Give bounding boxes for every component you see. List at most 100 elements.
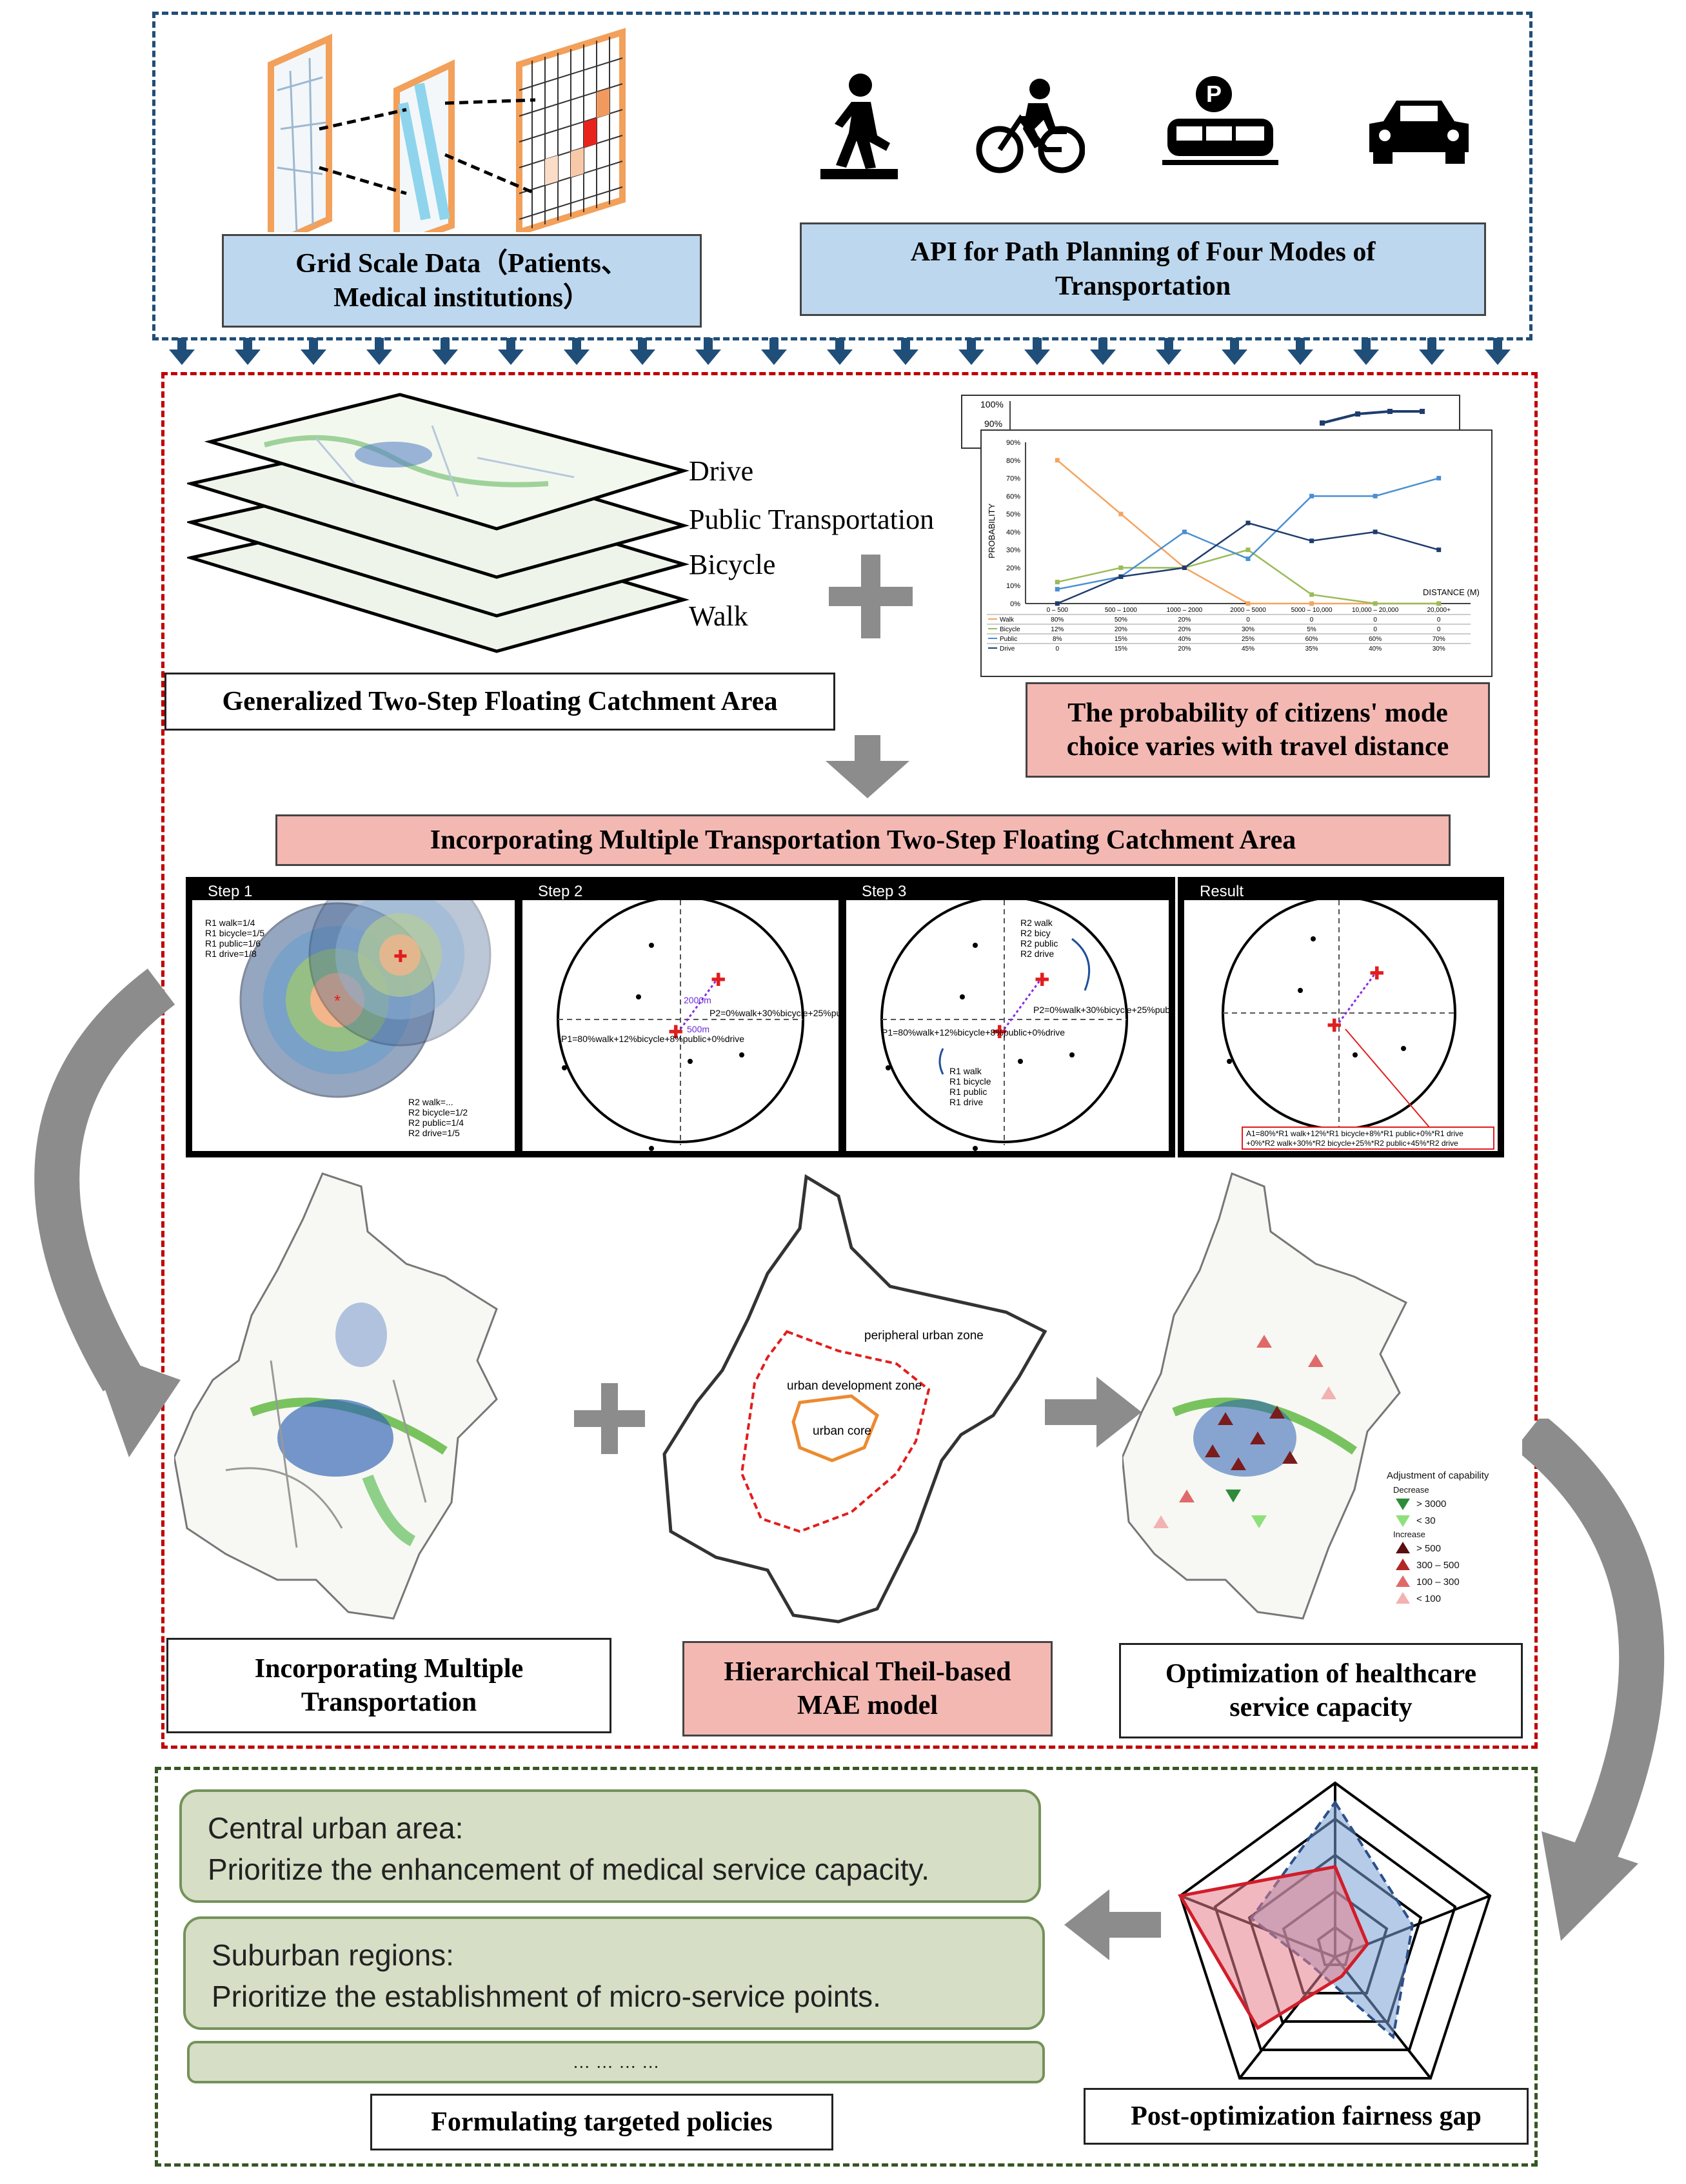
optimization-label-line2: service capacity [1229, 1693, 1413, 1722]
chart-point-public [1055, 587, 1060, 592]
step-1-title: Step 1 [192, 883, 515, 900]
chart-data-label: 0 [1310, 616, 1314, 624]
policy-central-text: Prioritize the enhancement of medical se… [208, 1853, 930, 1886]
zone-development: urban development zone [787, 1379, 922, 1393]
chart-ytick-label: 90% [1006, 439, 1020, 447]
policy-suburban-text: Prioritize the establishment of micro-se… [212, 1980, 881, 2013]
chart-ytick-label: 60% [1006, 493, 1020, 500]
bicycle-icon [976, 79, 1085, 173]
step1-r1-bicycle: R1 bicycle=1/5 [205, 928, 264, 938]
zoom-connectors [319, 98, 536, 195]
zone-map: peripheral urban zone urban development … [662, 1174, 1047, 1624]
chart-point-public [1245, 556, 1251, 562]
step1-r2-bicycle: R2 bicycle=1/2 [408, 1107, 468, 1117]
step3-r1-public: R1 public [949, 1087, 987, 1097]
legend-increase-item-3: 100 – 300 [1396, 1575, 1516, 1588]
step-2-title: Step 2 [522, 883, 838, 900]
chart-data-label: 20% [1178, 616, 1191, 624]
parking-sign: P [1196, 76, 1232, 112]
svg-text:✚: ✚ [711, 970, 726, 990]
result-title: Result [1184, 883, 1498, 900]
legend-increase-item-1: > 500 [1396, 1542, 1516, 1555]
step3-r2-walk: R2 walk [1020, 918, 1053, 928]
step-2-diagram: ✚ ✚ 2000m 500m P2=0%walk+30%bicycle+25%p… [557, 900, 838, 1151]
chart-category-label: 500 – 1000 [1105, 607, 1137, 614]
step3-r1-drive: R1 drive [949, 1097, 983, 1107]
down-arrow-row [169, 338, 1511, 365]
grid-scale-illustration [268, 28, 626, 232]
theil-label: Hierarchical Theil-based MAE model [682, 1641, 1053, 1736]
grid-label-line2: Medical institutions） [333, 282, 590, 313]
legend-decrease-header: Decrease [1393, 1485, 1429, 1495]
chart-data-label: 30% [1242, 626, 1255, 633]
layered-map-stack [187, 393, 690, 653]
step3-p1: P1=80%walk+12%bicycle+8%public+0%drive [882, 1027, 1065, 1038]
chart-point-drive [1309, 538, 1314, 544]
chart-series [1055, 458, 1442, 606]
step3-r2-public: R2 public [1020, 938, 1058, 949]
step1-r2-public: R2 public=1/4 [408, 1117, 464, 1128]
probability-label-line1: The probability of citizens' mode [1067, 698, 1448, 728]
chart-data-label: 20% [1115, 626, 1127, 633]
chart-data-label: 60% [1305, 636, 1318, 643]
policy-suburban-box: Suburban regions: Prioritize the establi… [183, 1916, 1045, 2030]
layer-label-public: Public Transportation [689, 504, 935, 535]
optimization-label-line1: Optimization of healthcare [1165, 1658, 1477, 1689]
imt-label-line1: Incorporating Multiple [254, 1653, 524, 1684]
theil-label-line2: MAE model [797, 1691, 938, 1720]
chart-point-walk [1118, 511, 1124, 516]
legend-increase-4-label: < 100 [1416, 1593, 1441, 1604]
chart-data-label: 80% [1051, 616, 1064, 624]
chart-data-label: 0 [1056, 645, 1060, 653]
step2-dist2: 2000m [684, 995, 711, 1005]
step3-p2: P2=0%walk+30%bicycle+25%public+45%drive [1033, 1005, 1169, 1015]
chart-point-walk [1309, 601, 1314, 606]
chart-data-label: 70% [1433, 636, 1445, 643]
svg-text:✚: ✚ [1035, 970, 1049, 990]
chart-xlabel: DISTANCE (M) [1423, 587, 1480, 597]
result-panel: Result ✚ ✚ A1=80%*R1 walk+12%*R1 bicycle… [1178, 877, 1504, 1157]
legend-increase-item-2: 300 – 500 [1396, 1559, 1516, 1571]
car-icon [1369, 101, 1469, 164]
bus-icon [1162, 119, 1278, 165]
chart-category-label: 1000 – 2000 [1167, 607, 1203, 614]
chart-ytick-label: 50% [1006, 511, 1020, 518]
chart-legend-bicycle: Bicycle [1000, 626, 1020, 633]
map-panel-2 [393, 59, 455, 232]
chart-data-label: 35% [1305, 645, 1318, 653]
middle-section-frame [161, 372, 1538, 1749]
chart-category-label: 10,000 – 20,000 [1352, 607, 1399, 614]
imt-label: Incorporating Multiple Transportation [166, 1638, 611, 1733]
legend-increase-1-icon [1396, 1542, 1410, 1553]
step1-r1-public: R1 public=1/6 [205, 938, 261, 949]
right-arrow-gray [1045, 1377, 1142, 1448]
step1-r2-drive: R2 drive=1/5 [408, 1128, 460, 1138]
chart-legend-walk: Walk [1000, 616, 1015, 624]
chart-point-bicycle [1436, 601, 1442, 606]
policy-central-heading: Central urban area: [208, 1811, 464, 1845]
legend-increase-2-label: 300 – 500 [1416, 1559, 1460, 1571]
grid-scale-data-label: Grid Scale Data（Patients、 Medical instit… [222, 234, 702, 328]
chart-point-drive [1373, 529, 1378, 535]
chart-data-label: 30% [1433, 645, 1445, 653]
chart-point-drive [1118, 574, 1124, 579]
chart-point-walk [1245, 601, 1251, 606]
chart-ytick-label: 70% [1006, 475, 1020, 483]
chart-y-axis: 0%10%20%30%40%50%60%70%80%90% [1006, 439, 1471, 608]
plus-sign-1 [829, 555, 913, 638]
step3-r2-drive: R2 drive [1020, 949, 1054, 959]
chart-data-label: 50% [1115, 616, 1127, 624]
chart-point-drive [1182, 565, 1187, 570]
result-formula-2: +0%*R2 walk+30%*R2 bicycle+25%*R2 public… [1246, 1139, 1458, 1148]
left-arrow-gray [1064, 1889, 1161, 1960]
legend-increase-2-icon [1396, 1559, 1410, 1570]
result-diagram: ✚ ✚ A1=80%*R1 walk+12%*R1 bicycle+8%*R1 … [1222, 900, 1494, 1150]
left-curved-arrow [34, 969, 181, 1457]
legend-increase-1-label: > 500 [1416, 1542, 1441, 1554]
chart-point-bicycle [1373, 601, 1378, 606]
chart-data-label: 25% [1242, 636, 1255, 643]
map-panel-1 [268, 34, 332, 232]
legend-decrease-large-icon [1396, 1499, 1410, 1510]
